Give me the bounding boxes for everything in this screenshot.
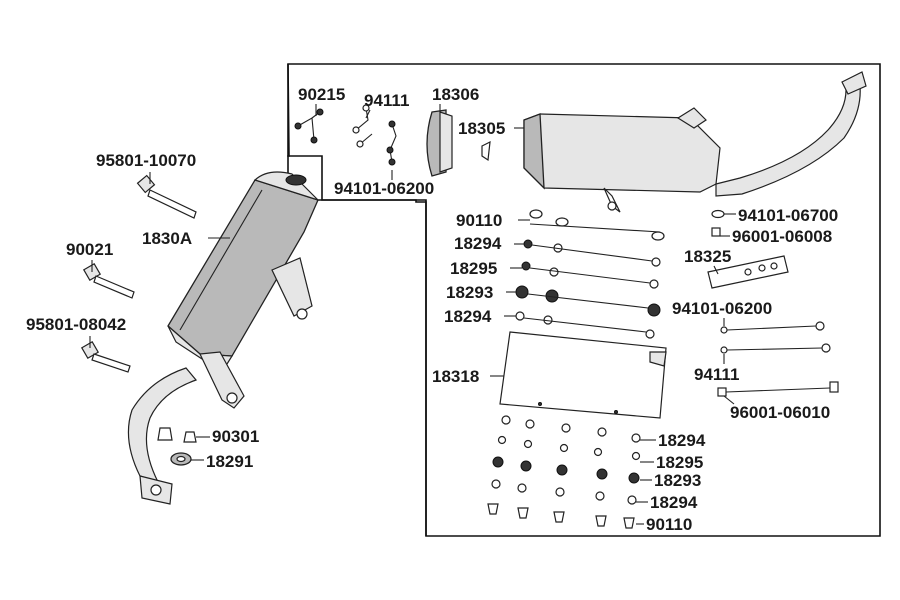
heat-shield-18318 [499,331,667,419]
muffler-body [523,71,867,213]
washer-row-18295-b [497,435,641,461]
label-18293-b: 18293 [654,471,701,490]
label-18294-a: 18294 [454,234,502,253]
label-95801-10070: 95801-10070 [96,151,196,170]
label-18306: 18306 [432,85,479,104]
label-18325: 18325 [684,247,731,266]
label-96001-06010: 96001-06010 [730,403,830,422]
washer-row-18293-a [515,285,661,317]
nut-96001-06008 [711,227,721,237]
washer-row-18294-a [523,239,661,267]
bolt-95801-10070 [136,174,197,219]
label-94101-06200-top: 94101-06200 [334,179,434,198]
washer-row-18294-c [501,415,641,443]
gasket-18291 [170,452,192,466]
label-90110-top: 90110 [456,211,502,230]
label-90110-bottom: 90110 [646,515,692,534]
label-18291: 18291 [206,452,253,471]
label-18295-b: 18295 [656,453,703,472]
bolt-row-90110-bottom [487,503,635,529]
label-1830A: 1830A [142,229,192,248]
label-95801-08042: 95801-08042 [26,315,126,334]
bolt-set-90110-top [529,209,665,241]
label-94101-06200-right: 94101-06200 [672,299,772,318]
spring-94101-06200-right [720,321,825,334]
detail-frame-notch [287,64,427,536]
muffler-assembly-1830A [127,171,319,505]
label-94111: 94111 [364,91,409,110]
label-18305: 18305 [458,119,505,138]
bracket-18325 [707,255,789,289]
spring-94101-06700 [711,209,725,219]
washer-row-18293-b [492,456,640,484]
washer-row-18294-d [491,479,637,505]
label-18294-d: 18294 [650,493,698,512]
clip-18305 [481,140,491,162]
washer-row-18294-b [515,311,655,339]
label-90021: 90021 [66,240,113,259]
label-18318: 18318 [432,367,479,386]
nut-90301 [157,427,197,443]
bolt-95801-08042 [80,340,131,373]
label-90301: 90301 [212,427,259,446]
label-18293-a: 18293 [446,283,493,302]
end-cap-18306 [426,109,453,177]
label-96001-06008: 96001-06008 [732,227,832,246]
label-94111-right: 94111 [694,365,739,384]
spring-94111 [352,104,373,148]
washer-row-18295-a [521,261,659,289]
label-18294-b: 18294 [444,307,492,326]
label-90215: 90215 [298,85,345,104]
label-94101-06700: 94101-06700 [738,206,838,225]
nut-96001-06010 [717,381,839,397]
bolt-90021 [82,262,135,299]
label-18295-a: 18295 [450,259,497,278]
spring-94111-right [720,343,831,354]
clip-90215 [294,108,324,144]
spring-94101-06200-top [386,120,397,166]
label-18294-c: 18294 [658,431,706,450]
